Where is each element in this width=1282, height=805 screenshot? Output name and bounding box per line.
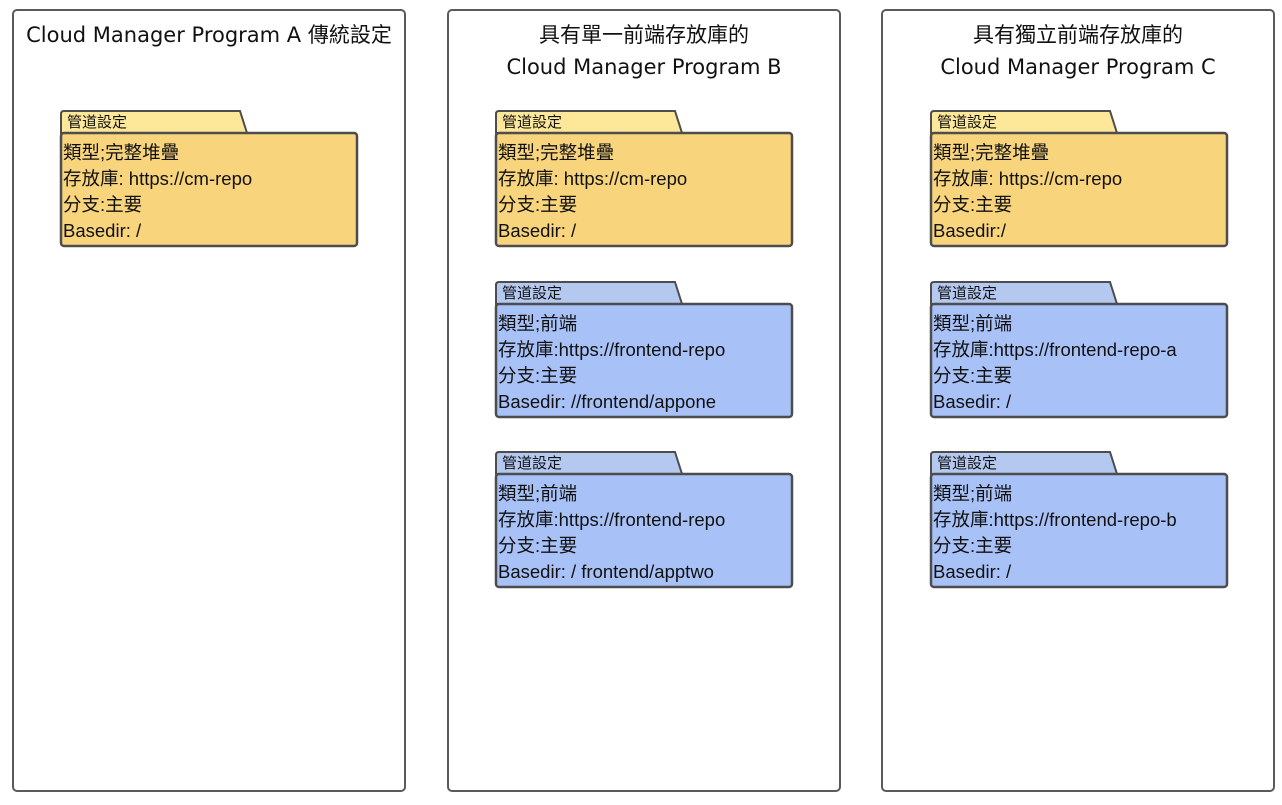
package-line: Basedir: / — [498, 220, 577, 241]
package-shape — [929, 451, 1229, 589]
panel-title: Cloud Manager Program A 傳統設定 — [26, 23, 392, 47]
package-body: 類型;完整堆疊存放庫: https://cm-repo 分支:主要 Basedir:… — [63, 140, 353, 244]
package-line: 分支:主要 — [933, 365, 1013, 386]
package-body: 類型;前端存放庫:https://frontend-repo-b 分支:主要 Bas… — [933, 481, 1223, 585]
package-line: 存放庫:https://frontend-repo — [498, 509, 726, 530]
package-pipeline-config: 管道設定類型;前端存放庫:https://frontend-repo 分支:主要 B… — [494, 281, 794, 421]
package-line: 存放庫:https://frontend-repo — [498, 339, 726, 360]
package-body: 類型;完整堆疊存放庫: https://cm-repo 分支:主要 Basedir:… — [498, 140, 788, 244]
package-line: 類型;完整堆疊 — [933, 142, 1050, 163]
package-line: 類型;前端 — [498, 313, 578, 334]
package-line: 分支:主要 — [63, 194, 143, 215]
package-shape — [929, 110, 1229, 248]
package-line: 分支:主要 — [498, 365, 578, 386]
package-pipeline-config: 管道設定類型;完整堆疊存放庫: https://cm-repo 分支:主要 Base… — [59, 110, 359, 250]
package-line: 類型;完整堆疊 — [63, 142, 180, 163]
package-line: 分支:主要 — [933, 194, 1013, 215]
package-line: 分支:主要 — [498, 194, 578, 215]
package-line: Basedir: / — [63, 220, 142, 241]
package-label: 管道設定 — [502, 284, 563, 302]
package-line: 分支:主要 — [933, 535, 1013, 556]
package-line: 存放庫: https://cm-repo — [63, 168, 253, 189]
package-line: 分支:主要 — [498, 535, 578, 556]
package-line: 類型;前端 — [498, 483, 578, 504]
package-label: 管道設定 — [937, 454, 998, 472]
package-shape — [494, 110, 794, 248]
package-label: 管道設定 — [67, 113, 128, 131]
package-line: 存放庫:https://frontend-repo-b — [933, 509, 1177, 530]
panel-title: 具有獨立前端存放庫的 Cloud Manager Program C — [940, 23, 1216, 79]
package-line: 存放庫:https://frontend-repo-a — [933, 339, 1177, 360]
package-shape — [929, 281, 1229, 419]
package-label: 管道設定 — [502, 113, 563, 131]
package-line: Basedir: / — [933, 391, 1012, 412]
package-label: 管道設定 — [937, 113, 998, 131]
package-line: 類型;前端 — [933, 483, 1013, 504]
panel-title: 具有單一前端存放庫的 Cloud Manager Program B — [506, 23, 782, 79]
package-label: 管道設定 — [502, 454, 563, 472]
package-pipeline-config: 管道設定類型;前端存放庫:https://frontend-repo-b 分支:主… — [929, 451, 1229, 591]
package-line: 存放庫: https://cm-repo — [933, 168, 1123, 189]
package-pipeline-config: 管道設定類型;完整堆疊存放庫: https://cm-repo 分支:主要 Base… — [929, 110, 1229, 250]
package-line: Basedir: / frontend/apptwo — [498, 561, 714, 582]
package-pipeline-config: 管道設定類型;前端存放庫:https://frontend-repo 分支:主要 B… — [494, 451, 794, 591]
package-shape — [494, 451, 794, 589]
package-shape — [494, 281, 794, 419]
package-body: 類型;前端存放庫:https://frontend-repo 分支:主要 Based… — [498, 311, 788, 415]
package-body: 類型;前端存放庫:https://frontend-repo 分支:主要 Based… — [498, 481, 788, 585]
package-line: 類型;前端 — [933, 313, 1013, 334]
package-body: 類型;前端存放庫:https://frontend-repo-a 分支:主要 Bas… — [933, 311, 1223, 415]
package-line: Basedir:/ — [933, 220, 1007, 241]
package-shape — [59, 110, 359, 248]
package-line: Basedir: //frontend/appone — [498, 391, 717, 412]
package-line: 存放庫: https://cm-repo — [498, 168, 688, 189]
package-body: 類型;完整堆疊存放庫: https://cm-repo 分支:主要 Basedir:… — [933, 140, 1223, 244]
package-pipeline-config: 管道設定類型;完整堆疊存放庫: https://cm-repo 分支:主要 Base… — [494, 110, 794, 250]
package-pipeline-config: 管道設定類型;前端存放庫:https://frontend-repo-a 分支:主… — [929, 281, 1229, 421]
package-label: 管道設定 — [937, 284, 998, 302]
package-line: 類型;完整堆疊 — [498, 142, 615, 163]
package-line: Basedir: / — [933, 561, 1012, 582]
